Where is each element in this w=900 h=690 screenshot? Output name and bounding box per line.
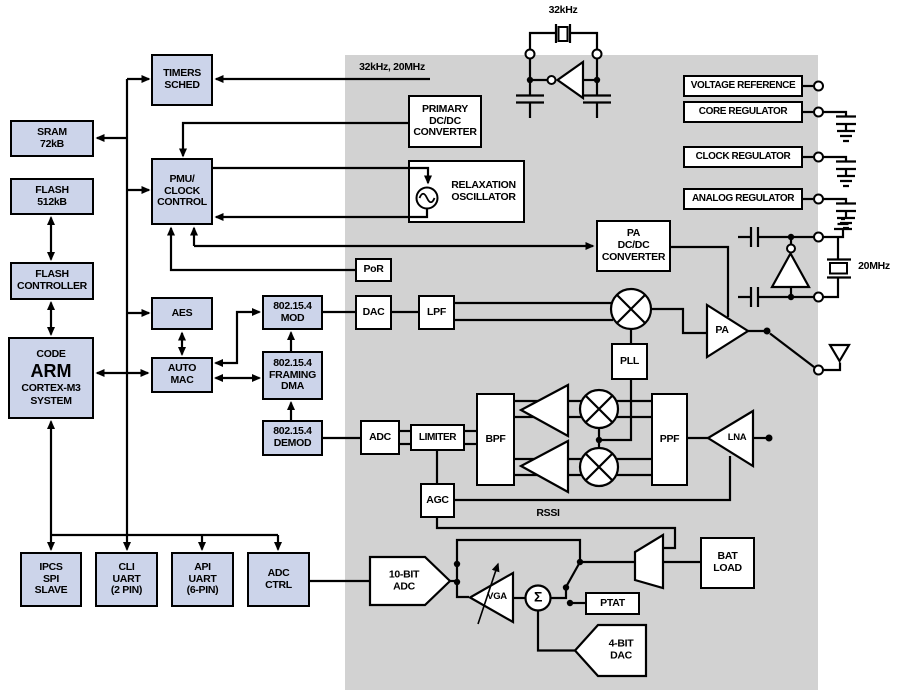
block-bpf: BPF — [476, 393, 515, 486]
block-auto-mac: AUTO MAC — [151, 357, 213, 393]
crystal-20mhz-circuit-icon — [738, 217, 852, 307]
block-flash: FLASH 512kB — [10, 178, 94, 215]
bus-and-signal-wires — [47, 75, 848, 652]
block-bat-load: BAT LOAD — [700, 537, 755, 589]
block-voltage-reference: VOLTAGE REFERENCE — [683, 75, 803, 97]
block-sram: SRAM 72kB — [10, 120, 94, 157]
relax-osc-sine-icon — [415, 186, 439, 210]
block-rx-adc: ADC — [360, 420, 400, 455]
block-pll: PLL — [611, 343, 648, 380]
block-flash-controller: FLASH CONTROLLER — [10, 262, 94, 300]
vga-gain-arrow-icon — [477, 562, 500, 625]
block-analog-regulator: ANALOG REGULATOR — [683, 188, 803, 210]
arm-name-label: ARM — [30, 361, 72, 382]
junction-dots — [453, 327, 773, 607]
sigma-summer-node — [524, 584, 552, 612]
adc-10bit-pentagon — [368, 555, 452, 607]
mixer-icons — [578, 287, 653, 488]
pa-amp-shape — [705, 302, 751, 360]
block-agc: AGC — [420, 483, 455, 518]
block-limiter: LIMITER — [410, 424, 465, 451]
block-pa-dcdc: PA DC/DC CONVERTER — [596, 220, 671, 272]
vga-label: VGA — [487, 590, 507, 602]
block-dac: DAC — [355, 295, 392, 330]
sigma-label: Σ — [533, 588, 543, 605]
block-802154-framing-dma: 802.15.4 FRAMING DMA — [262, 351, 323, 400]
clocks-line-label: 32kHz, 20MHz — [359, 61, 425, 74]
block-arm-cortex-m3: CODE ARM CORTEX-M3 SYSTEM — [8, 337, 94, 419]
block-clock-regulator: CLOCK REGULATOR — [683, 146, 803, 168]
crystal-32khz-circuit-icon — [516, 24, 611, 118]
rx-amplifier-icons — [518, 383, 570, 494]
dac-4bit-pentagon — [573, 623, 648, 678]
antenna-icon — [828, 343, 851, 364]
lna-shape — [705, 409, 755, 468]
lna-label: LNA — [727, 431, 747, 443]
block-core-regulator: CORE REGULATOR — [683, 101, 803, 123]
arm-core-label: CORTEX-M3 — [21, 381, 81, 394]
block-pmu-clock-control: PMU/ CLOCK CONTROL — [151, 158, 213, 225]
rssi-label: RSSI — [536, 507, 560, 520]
block-primary-dcdc: PRIMARY DC/DC CONVERTER — [408, 95, 482, 148]
block-ipcs-spi-slave: IPCS SPI SLAVE — [20, 552, 82, 607]
relax-osc-wires — [213, 166, 432, 221]
block-ppf: PPF — [651, 393, 688, 486]
block-adc-ctrl: ADC CTRL — [247, 552, 310, 607]
arm-code-label: CODE — [36, 347, 66, 360]
block-ptat: PTAT — [585, 592, 640, 615]
mux-shape — [633, 533, 665, 590]
dac-4bit-label: 4-BIT DAC — [608, 637, 634, 661]
pa-label: PA — [715, 324, 729, 337]
block-timers-sched: TIMERS SCHED — [151, 54, 213, 106]
arm-system-label: SYSTEM — [30, 394, 72, 407]
block-cli-uart: CLI UART (2 PIN) — [95, 552, 158, 607]
block-802154-demod: 802.15.4 DEMOD — [262, 420, 323, 456]
regulator-cap-ground-icons — [836, 115, 856, 230]
crystal-32khz-label: 32kHz — [548, 4, 578, 17]
block-por: PoR — [355, 258, 392, 282]
pin-circles — [813, 80, 824, 376]
block-802154-mod: 802.15.4 MOD — [262, 295, 323, 330]
block-api-uart: API UART (6-PIN) — [171, 552, 234, 607]
crystal-20mhz-label: 20MHz — [858, 260, 890, 273]
adc-10bit-label: 10-BIT ADC — [388, 568, 420, 592]
block-aes: AES — [151, 297, 213, 330]
block-lpf: LPF — [418, 295, 455, 330]
pa-lna-vga-shapes — [467, 302, 755, 624]
